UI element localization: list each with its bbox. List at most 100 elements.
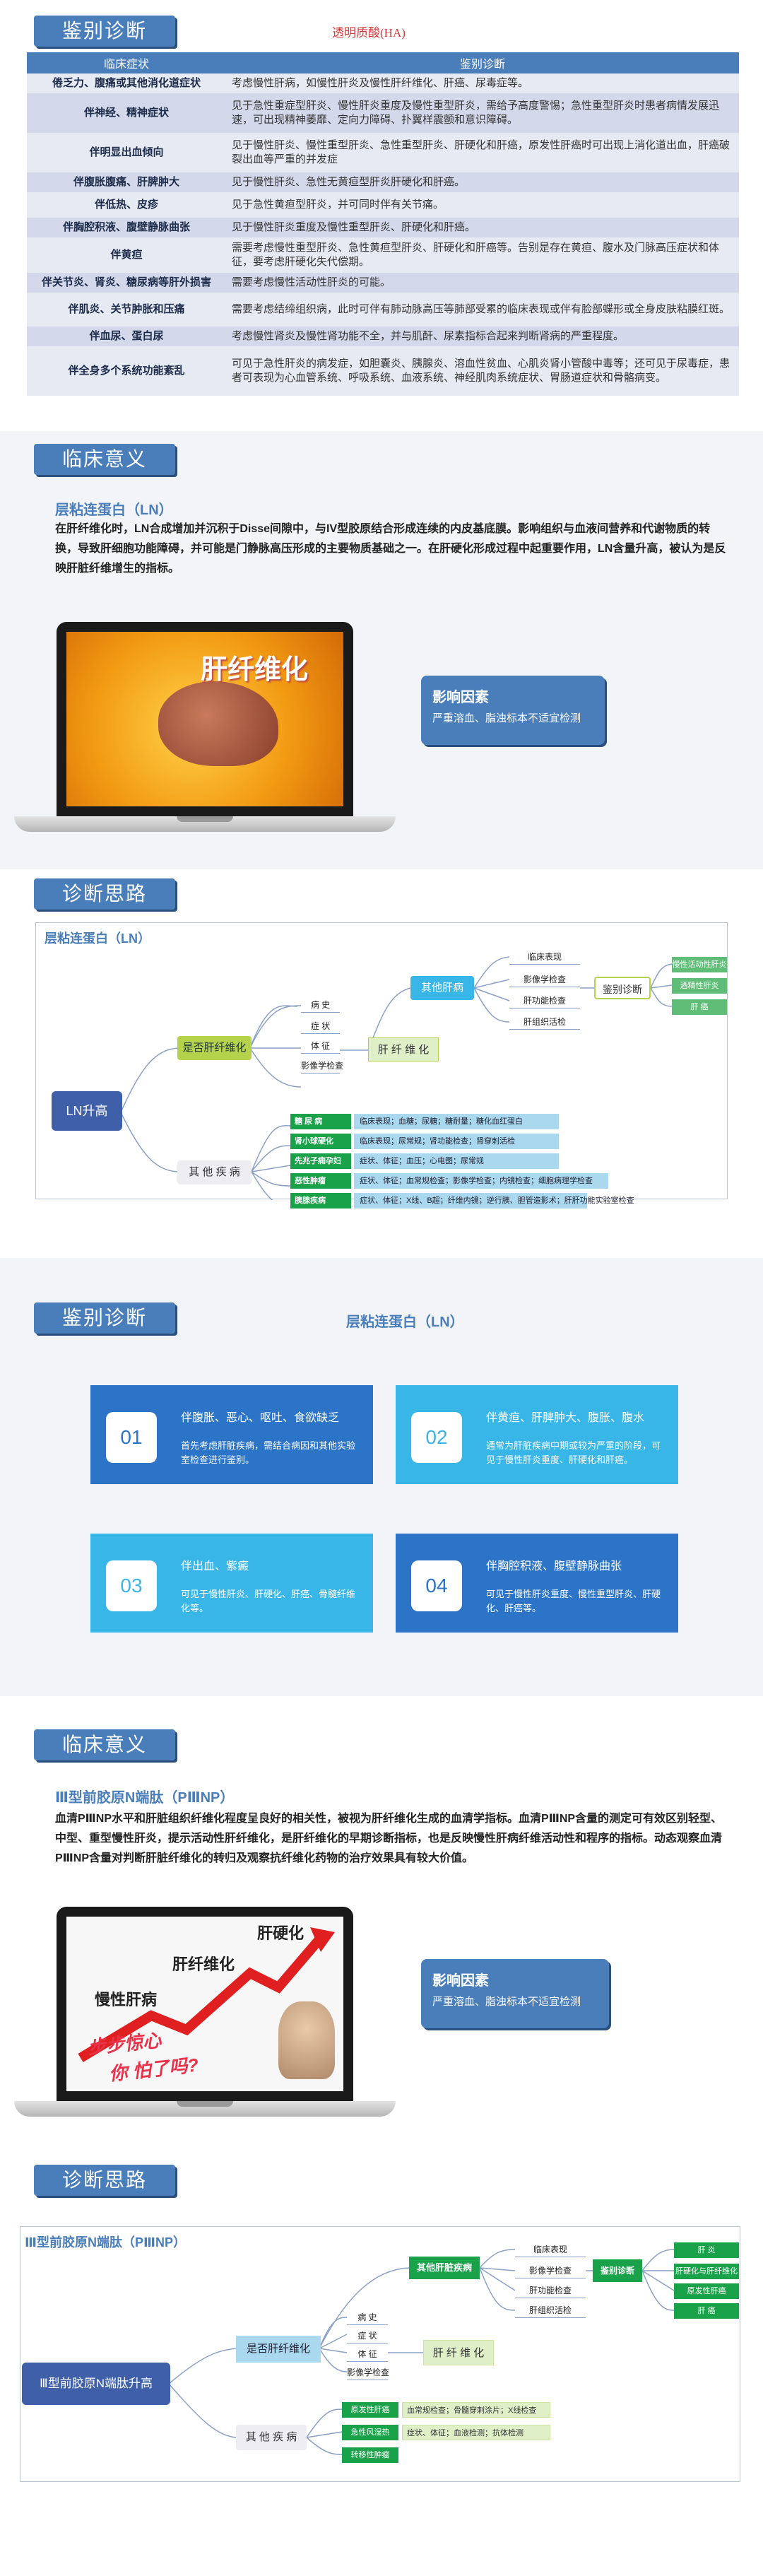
tile-heading: 伴黄疸、肝脾肿大、腹胀、腹水 xyxy=(486,1412,645,1424)
section-tag-clinical-1: 临床意义 xyxy=(34,444,176,475)
section-tag-diagnosis-1: 诊断思路 xyxy=(34,878,176,910)
other-disease-tests: 临床表现；血糖；尿糖；糖耐量；糖化血红蛋白 xyxy=(354,1114,559,1129)
history-item-2: 影像学检查 xyxy=(347,2365,389,2380)
symptom-cell: 伴明显出血倾向 xyxy=(27,133,226,172)
diagnosis-cell: 见于慢性肝炎、慢性重型肝炎、急性重型肝炎、肝硬化和肝癌，原发性肝癌时可出现上消化… xyxy=(226,133,739,172)
symptom-cell: 伴肌炎、关节肿胀和压痛 xyxy=(27,293,226,327)
section-tag-diagnosis-2: 诊断思路 xyxy=(34,2165,176,2196)
tile-body: 首先考虑肝脏疾病，需结合病因和其他实验室检查进行鉴别。 xyxy=(181,1440,356,1465)
liver-item: 影像学检查 xyxy=(509,972,580,987)
dd-item: 慢性活动性肝炎 xyxy=(672,957,727,972)
img-caption-chronic: 慢性肝病 xyxy=(95,1991,158,2009)
symptom-cell: 伴黄疸 xyxy=(27,237,226,273)
q-node-2: 是否肝纤维化 xyxy=(236,2336,321,2363)
diagnosis-cell: 见于急性黄疸型肝炎，并可同时伴有关节痛。 xyxy=(226,192,739,218)
img-caption-cirrhosis: 肝硬化 xyxy=(257,1924,304,1942)
laptop-image-2: 肝硬化 肝纤维化 慢性肝病 步步惊心 你 怕了吗? xyxy=(14,1907,396,2133)
influence-box-1: 影响因素 严重溶血、脂浊标本不适宜检测 xyxy=(421,676,605,745)
tile-heading: 伴出血、紫癜 xyxy=(181,1560,249,1572)
history-item: 体 征 xyxy=(301,1039,340,1054)
liver-item-2: 临床表现 xyxy=(515,2242,586,2257)
sec4-title: 层粘连蛋白（LN） xyxy=(346,1315,464,1330)
other-disease-tests-2: 血常规检查；骨髓穿刺涂片；X线检查 xyxy=(402,2402,550,2418)
tile-04: 04 伴胸腔积液、腹壁静脉曲张可见于慢性肝炎重度、慢性重型肝炎、肝硬化、肝癌等。 xyxy=(396,1534,678,1633)
liver-icon xyxy=(158,681,278,766)
history-item-2: 病 史 xyxy=(347,2310,388,2325)
rising-arrow-icon xyxy=(78,1927,335,2063)
other-disease-name: 糖 尿 病 xyxy=(290,1114,351,1129)
liver-item-2: 肝组织活检 xyxy=(515,2303,586,2318)
other-disease-name-2: 急性风湿热 xyxy=(342,2425,398,2440)
diagnosis-cell: 见于急性重症型肝炎、慢性肝炎重度及慢性重型肝炎，需给予高度警惕；急性重型肝炎时患… xyxy=(226,93,739,133)
influence-title: 影响因素 xyxy=(432,690,489,705)
col-header-diagnosis: 鉴别诊断 xyxy=(226,52,739,73)
section-tag-differential: 鉴别诊断 xyxy=(34,16,176,47)
dd-node: 鉴别诊断 xyxy=(594,977,651,999)
tile-number: 01 xyxy=(106,1412,157,1463)
other-disease-name: 胰腺疾病 xyxy=(290,1193,351,1208)
img-caption-fibrosis-2: 肝纤维化 xyxy=(172,1955,235,1973)
tile-03: 03 伴出血、紫癜可见于慢性肝炎、肝硬化、肝癌、骨髓纤维化等。 xyxy=(90,1534,373,1633)
mindmap-p3np: Ⅲ型前胶原N端肽（PⅢNP） Ⅲ型前胶原N端肽升高 是否肝纤维化 病 史症 xyxy=(20,2226,740,2482)
mindmap-connectors xyxy=(120,956,673,1200)
table-row: 伴腹胀腹痛、肝脾肿大见于慢性肝炎、急性无黄疸型肝炎肝硬化和肝癌。 xyxy=(27,172,739,192)
table-row: 伴肌炎、关节肿胀和压痛需要考虑结缔组织病，此时可伴有肺动脉高压等肺部受累的临床表… xyxy=(27,293,739,327)
tile-body: 可见于慢性肝炎、肝硬化、肝癌、骨髓纤维化等。 xyxy=(181,1589,356,1613)
liver-item: 肝功能检查 xyxy=(509,994,580,1008)
tile-heading: 伴腹胀、恶心、呕吐、食欲缺乏 xyxy=(181,1412,340,1424)
tile-body: 可见于慢性肝炎重度、慢性重型肝炎、肝硬化、肝癌等。 xyxy=(486,1589,661,1613)
liver-item-2: 影像学检查 xyxy=(515,2264,586,2278)
tile-heading: 伴胸腔积液、腹壁静脉曲张 xyxy=(486,1560,622,1572)
dd-item-2: 肝 炎 xyxy=(674,2242,739,2258)
q-node: 是否肝纤维化 xyxy=(177,1036,252,1060)
table-row: 伴关节炎、肾炎、糖尿病等肝外损害需要考虑慢性活动性肝炎的可能。 xyxy=(27,273,739,293)
symptom-cell: 伴血尿、蛋白尿 xyxy=(27,327,226,346)
symptom-cell: 伴腹胀腹痛、肝脾肿大 xyxy=(27,172,226,192)
table-row: 伴血尿、蛋白尿考虑慢性肾炎及慢性肾功能不全，并与肌酐、尿素指标合起来判断肾病的严… xyxy=(27,327,739,346)
symptom-cell: 伴低热、皮疹 xyxy=(27,192,226,218)
dd-item-2: 肝 癌 xyxy=(674,2303,739,2319)
symptom-cell: 伴神经、精神症状 xyxy=(27,93,226,133)
table-row: 伴低热、皮疹见于急性黄疸型肝炎，并可同时伴有关节痛。 xyxy=(27,192,739,218)
other-disease-node-2: 其 他 疾 病 xyxy=(236,2425,307,2450)
other-disease-tests: 症状、体征；血常规检查；影像学检查；内镜检查；细胞病理学检查 xyxy=(354,1173,608,1189)
root-node: LN升高 xyxy=(52,1091,122,1131)
influence-text-2: 严重溶血、脂浊标本不适宜检测 xyxy=(432,1996,581,2008)
history-item-2: 症 状 xyxy=(347,2329,388,2343)
other-disease-node: 其 他 疾 病 xyxy=(177,1160,252,1184)
other-disease-tests-2: 症状、体征；血液检测；抗体检测 xyxy=(402,2425,550,2440)
table-row: 伴全身多个系统功能紊乱可见于急性肝炎的病发症，如胆囊炎、胰腺炎、溶血性贫血、心肌… xyxy=(27,346,739,396)
liver-item: 临床表现 xyxy=(509,950,580,965)
history-item: 症 状 xyxy=(301,1019,340,1034)
dd-item: 酒精性肝炎 xyxy=(672,978,727,994)
diagnosis-cell: 见于慢性肝炎、急性无黄疸型肝炎肝硬化和肝癌。 xyxy=(226,172,739,192)
table-title: 透明质酸(HA) xyxy=(332,26,406,40)
history-item: 影像学检查 xyxy=(301,1059,343,1074)
img-caption-fibrosis: 肝纤维化 xyxy=(201,655,309,685)
person-avatar xyxy=(278,2001,335,2079)
tile-number: 03 xyxy=(106,1560,157,1611)
diagnosis-cell: 需要考虑慢性活动性肝炎的可能。 xyxy=(226,273,739,293)
table-row: 伴明显出血倾向见于慢性肝炎、慢性重型肝炎、急性重型肝炎、肝硬化和肝癌，原发性肝癌… xyxy=(27,133,739,172)
tile-number: 02 xyxy=(411,1412,462,1463)
col-header-symptom: 临床症状 xyxy=(27,52,226,73)
diagnosis-cell: 可见于急性肝炎的病发症，如胆囊炎、胰腺炎、溶血性贫血、心肌炎肾小管酸中毒等；还可… xyxy=(226,346,739,396)
symptom-cell: 伴关节炎、肾炎、糖尿病等肝外损害 xyxy=(27,273,226,293)
other-disease-name: 先兆子痫孕妇 xyxy=(290,1153,351,1169)
mindmap-title-2: Ⅲ型前胶原N端肽（PⅢNP） xyxy=(25,2235,187,2249)
diagnosis-cell: 需要考虑慢性重型肝炎、急性黄疸型肝炎、肝硬化和肝癌等。告别是存在黄疸、腹水及门脉… xyxy=(226,237,739,273)
other-liver-node: 其他肝病 xyxy=(410,976,474,1000)
tile-number: 04 xyxy=(411,1560,462,1611)
section-tag-differential-2: 鉴别诊断 xyxy=(34,1302,176,1334)
table-row: 伴黄疸需要考虑慢性重型肝炎、急性黄疸型肝炎、肝硬化和肝癌等。告别是存在黄疸、腹水… xyxy=(27,237,739,273)
other-disease-tests: 症状、体征；X线、B超；纤维内镜；逆行胰、胆管造影术；肝肝功能实验室检查 xyxy=(354,1193,634,1208)
influence-title-2: 影响因素 xyxy=(432,1973,489,1989)
symptom-cell: 倦乏力、腹痛或其他消化道症状 xyxy=(27,73,226,93)
other-disease-tests: 症状、体征；血压；心电图；尿常规 xyxy=(354,1153,559,1169)
diagnosis-cell: 考虑慢性肝病，如慢性肝炎及慢性肝纤维化、肝癌、尿毒症等。 xyxy=(226,73,739,93)
diagnosis-cell: 见于慢性肝炎重度及慢性重型肝炎、肝硬化和肝癌。 xyxy=(226,218,739,237)
mindmap-connectors-2 xyxy=(168,2249,675,2455)
laptop-image-1: 肝纤维化 xyxy=(14,622,396,848)
diagnosis-cell: 需要考虑结缔组织病，此时可伴有肺动脉高压等肺部受累的临床表现或伴有脸部蝶形或全身… xyxy=(226,293,739,327)
